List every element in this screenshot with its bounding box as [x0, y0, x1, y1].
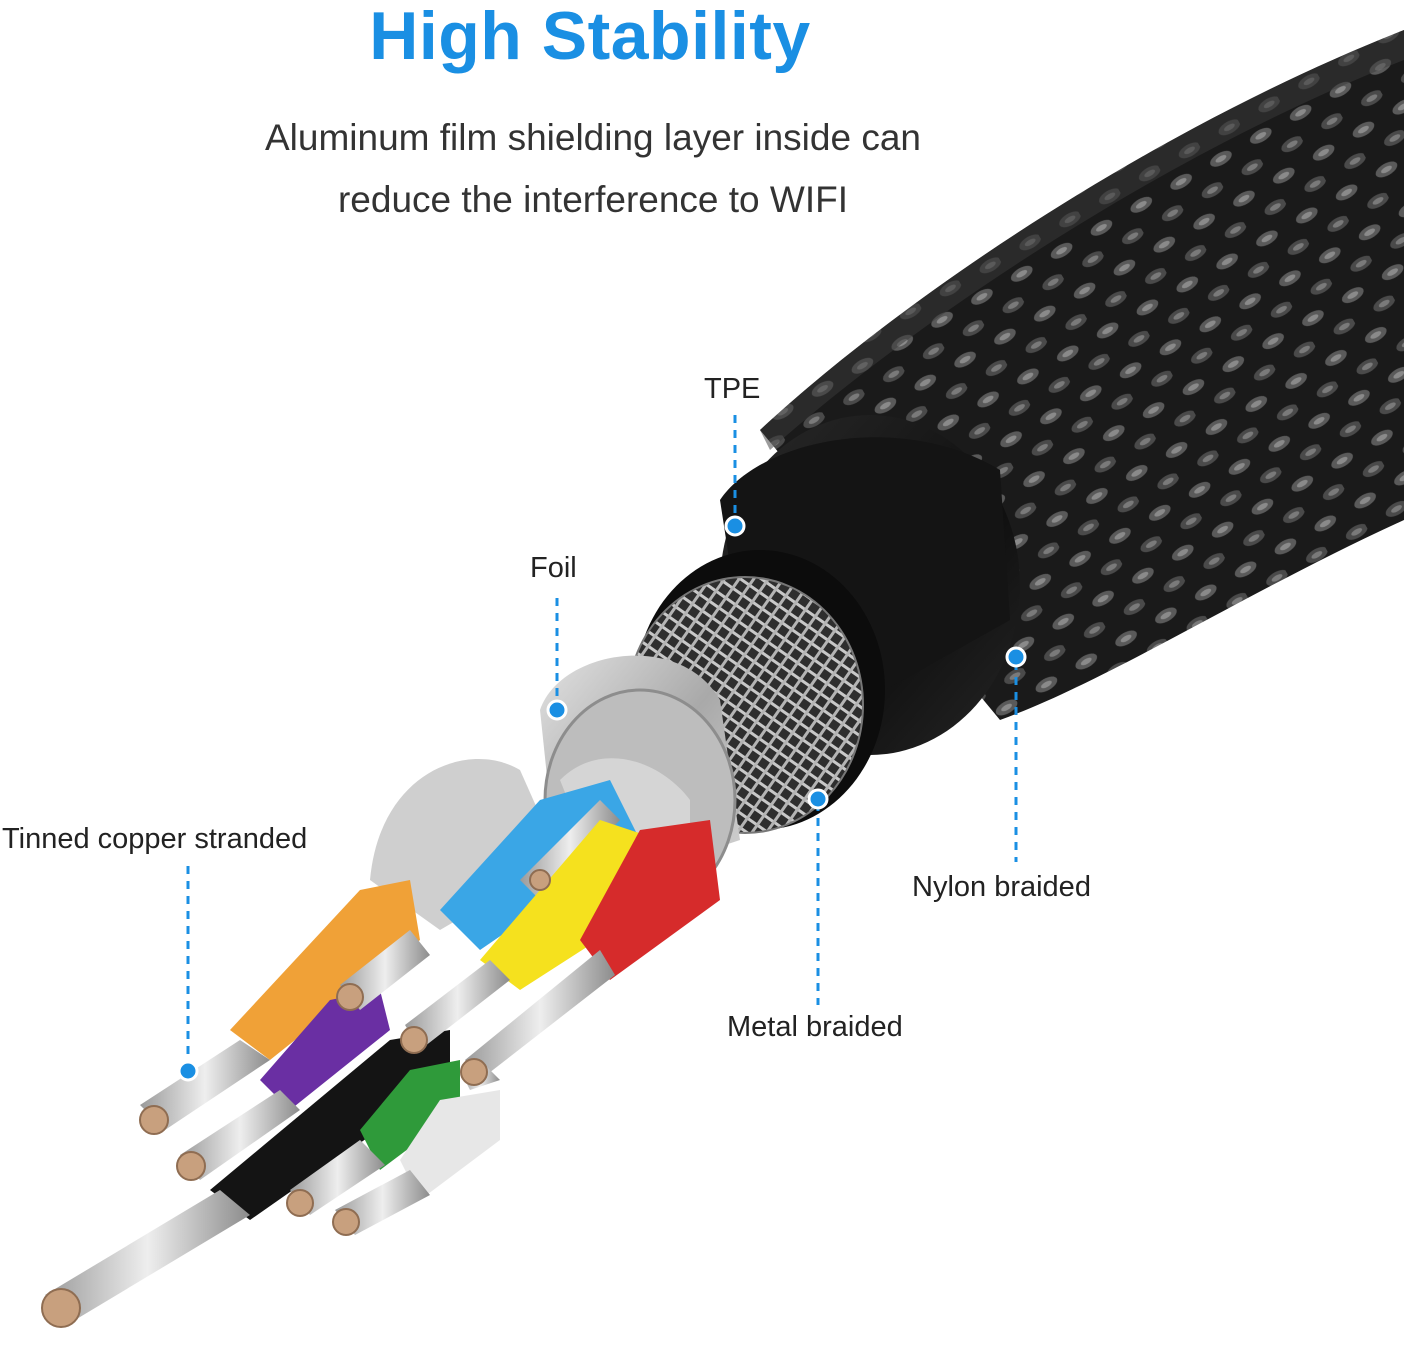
copper-conductors [41, 869, 615, 1328]
callout-foil: Foil [530, 552, 577, 584]
callout-dots [177, 515, 1027, 1082]
colored-wires [210, 780, 720, 1220]
subtitle-line-2: reduce the interference to WIFI [337, 179, 848, 220]
foil-dot [546, 699, 568, 721]
nylon-dot [1005, 646, 1027, 668]
callout-tinned-copper: Tinned copper stranded [2, 823, 308, 855]
callout-nylon-braided: Nylon braided [912, 871, 1091, 903]
callout-metal-braided: Metal braided [727, 1011, 903, 1043]
callout-tpe: TPE [704, 373, 761, 405]
subtitle-line-1: Aluminum film shielding layer inside can [264, 117, 921, 158]
callout-leaders [186, 415, 1018, 1066]
page-title: High Stability [369, 0, 811, 74]
tinned-copper-dot [177, 1060, 199, 1082]
tpe-dot [724, 515, 746, 537]
metal-dot [807, 788, 829, 810]
